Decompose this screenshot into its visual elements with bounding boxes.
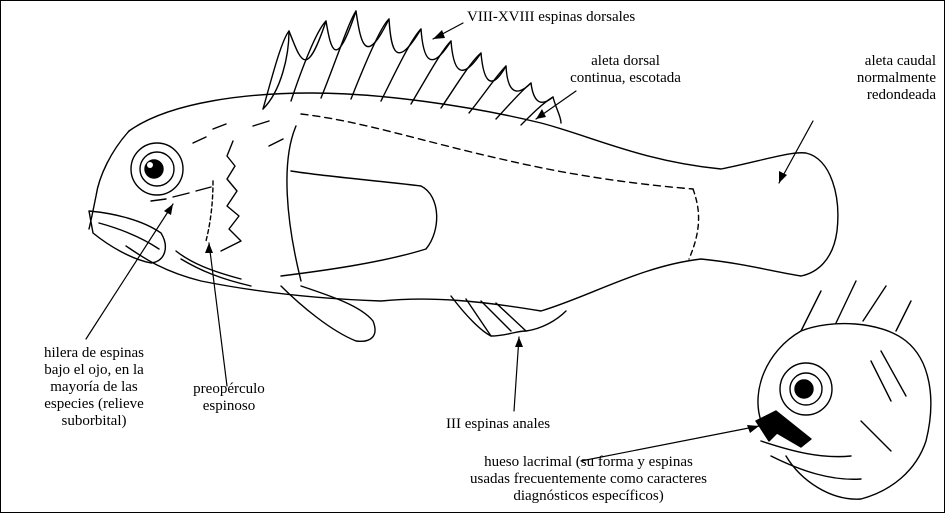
pointer-preopercle (209, 243, 227, 386)
anal-fin (451, 296, 566, 336)
pectoral-fin (281, 171, 437, 276)
pelvic-fin (281, 286, 375, 341)
inset-head (756, 281, 931, 499)
label-caudal-fin: aleta caudal normalmente redondeada (801, 53, 936, 104)
mouth (89, 211, 165, 263)
caudal-fin-base (689, 189, 699, 259)
body-outline (126, 93, 838, 311)
dorsal-fin (263, 11, 561, 125)
label-dorsal-fin: aleta dorsal continua, escotada (563, 53, 688, 87)
label-suborbital-spines: hilera de espinas bajo el ojo, en la may… (19, 345, 169, 430)
pointer-suborbital (86, 204, 173, 339)
label-anal-spines: III espinas anales (446, 416, 550, 433)
opercle-edge (287, 126, 301, 281)
pointer-anal (514, 337, 519, 411)
preopercle-edge (221, 141, 241, 251)
label-preopercle: preopérculo espinoso (179, 381, 279, 415)
label-dorsal-spines: VIII-XVIII espinas dorsales (467, 9, 635, 26)
main-fish (89, 11, 838, 341)
label-lacrimal-bone: hueso lacrimal (su forma y espinas usada… (451, 454, 726, 505)
